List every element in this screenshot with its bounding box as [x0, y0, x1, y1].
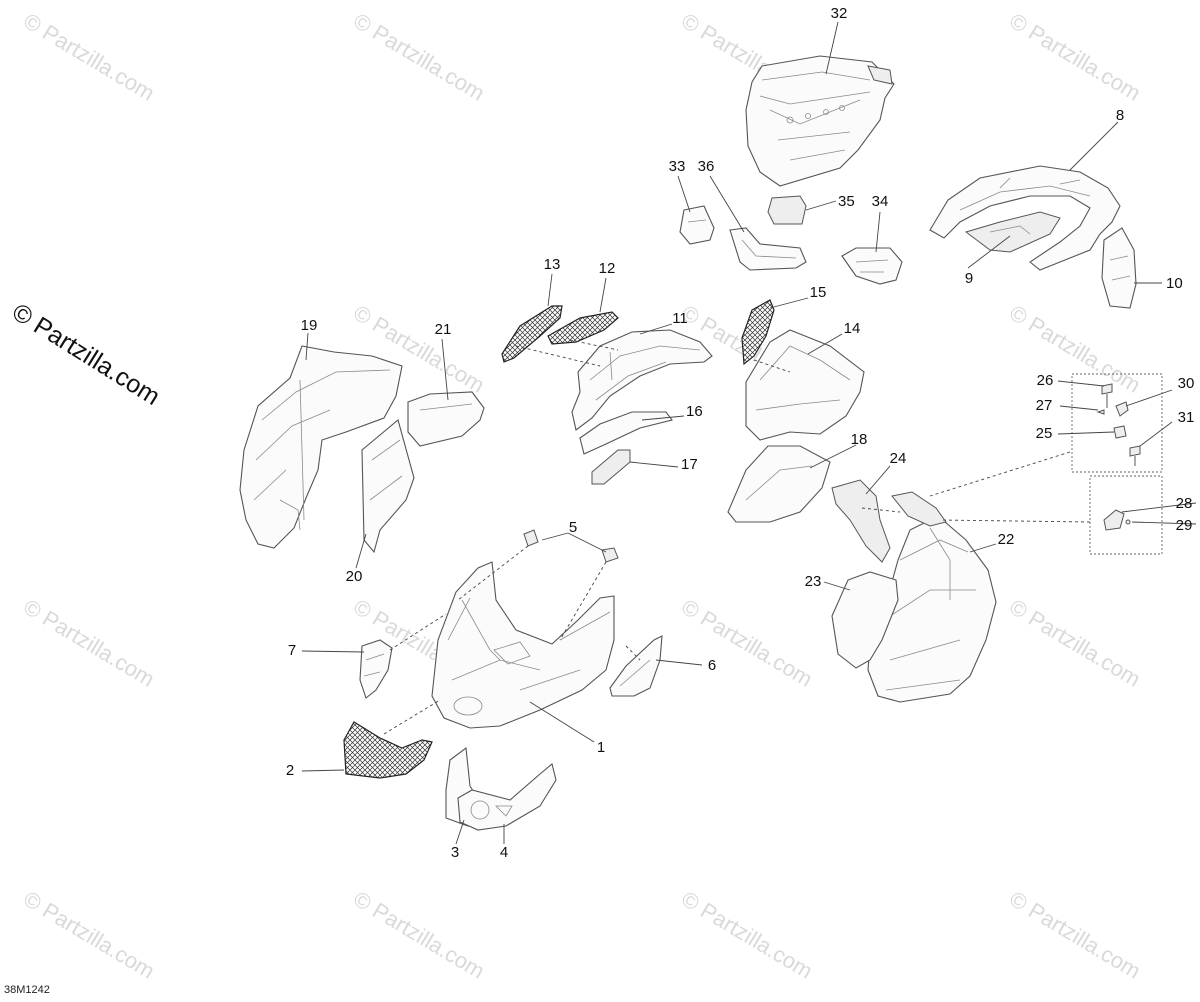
callout-26: 26	[1037, 372, 1054, 389]
callout-7: 7	[288, 642, 296, 659]
callout-34: 34	[872, 193, 889, 210]
part-11-upper-panel[interactable]	[571, 329, 713, 431]
callout-18: 18	[851, 431, 868, 448]
callout-33: 33	[669, 158, 686, 175]
callout-21: 21	[435, 321, 452, 338]
callout-3: 3	[451, 844, 459, 861]
callout-29: 29	[1176, 517, 1193, 534]
part-24-bracket[interactable]	[831, 479, 891, 563]
callout-36: 36	[698, 158, 715, 175]
callout-16: 16	[686, 403, 703, 420]
callout-2: 2	[286, 762, 294, 779]
part-12-mesh[interactable]	[547, 311, 619, 345]
part-18-lower-panel[interactable]	[727, 445, 831, 523]
callout-19: 19	[301, 317, 318, 334]
part-2-lower-mesh[interactable]	[343, 721, 433, 779]
part-17-strip[interactable]	[591, 449, 631, 485]
part-22-right-side-panel[interactable]	[867, 491, 997, 703]
part-8-front-support[interactable]	[929, 165, 1121, 271]
part-15-mesh[interactable]	[741, 299, 775, 366]
part-23-insulation[interactable]	[831, 571, 899, 669]
callout-24: 24	[890, 450, 907, 467]
callout-11: 11	[672, 310, 688, 327]
part-6-trim[interactable]	[609, 635, 663, 697]
callout-13: 13	[544, 256, 561, 273]
callout-10: 10	[1166, 275, 1183, 292]
part-10-side-panel[interactable]	[1101, 227, 1137, 309]
part-4-lower-panel[interactable]	[457, 763, 557, 831]
callout-5: 5	[569, 519, 577, 536]
callout-35: 35	[838, 193, 855, 210]
callout-28: 28	[1176, 495, 1193, 512]
part-20-side-insulation[interactable]	[361, 419, 415, 554]
hardware-box-lower	[1089, 475, 1163, 555]
part-34-bracket[interactable]	[841, 247, 903, 285]
assembly-lines	[383, 339, 1091, 735]
part-16-trim[interactable]	[579, 411, 673, 455]
callout-31: 31	[1178, 409, 1195, 426]
callout-6: 6	[708, 657, 716, 674]
diagram-code: 38M1242	[4, 984, 50, 996]
leader-lines	[301, 21, 1197, 845]
callout-17: 17	[681, 456, 698, 473]
callout-14: 14	[844, 320, 861, 337]
part-19-left-side-panel[interactable]	[239, 345, 403, 549]
part-13-mesh[interactable]	[501, 305, 563, 363]
part-1-front-nose[interactable]	[431, 561, 615, 729]
callout-12: 12	[599, 260, 616, 277]
callout-4: 4	[500, 844, 508, 861]
part-7-bracket[interactable]	[359, 639, 393, 699]
part-32-headlight-housing[interactable]	[745, 55, 895, 187]
hardware-box-upper	[1071, 373, 1163, 473]
callout-8: 8	[1116, 107, 1124, 124]
callout-20: 20	[346, 568, 363, 585]
callout-32: 32	[831, 5, 848, 22]
part-33-bracket[interactable]	[679, 205, 715, 245]
callout-27: 27	[1036, 397, 1053, 414]
callout-labels: 32 8 9 10 33 36 35 34 13 12 11 15 14 16 …	[286, 5, 1195, 861]
callout-15: 15	[810, 284, 827, 301]
part-14-side-panel[interactable]	[745, 329, 865, 441]
part-36-duct[interactable]	[729, 227, 807, 271]
callout-23: 23	[805, 573, 822, 590]
part-21-insulation[interactable]	[407, 391, 485, 447]
callout-30: 30	[1178, 375, 1195, 392]
part-9-panel[interactable]	[964, 211, 1061, 253]
part-35-pad[interactable]	[767, 195, 807, 225]
callout-9: 9	[965, 270, 973, 287]
callout-1: 1	[597, 739, 605, 756]
callout-25: 25	[1036, 425, 1053, 442]
callout-22: 22	[998, 531, 1015, 548]
